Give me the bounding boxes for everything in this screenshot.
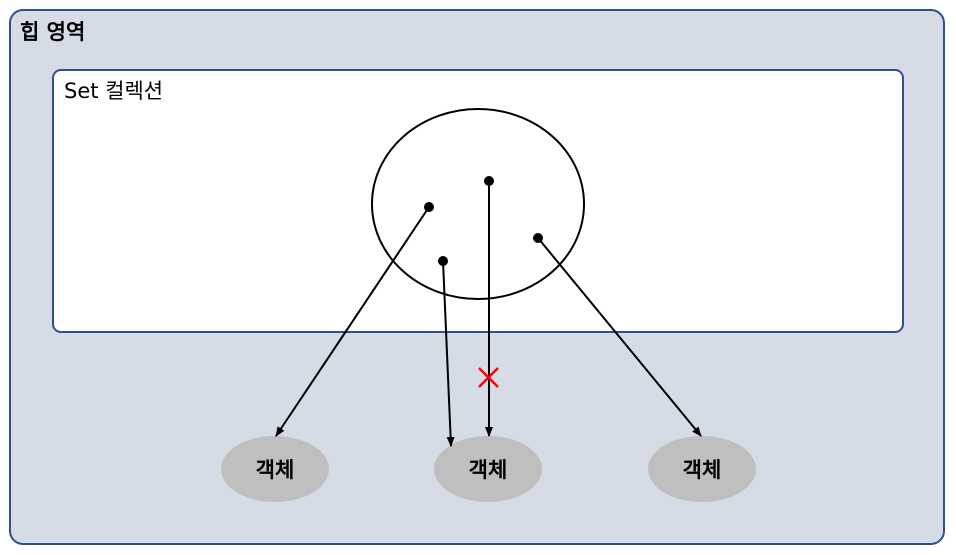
set-collection-title: Set 컬렉션 [64, 79, 164, 103]
object-node [434, 436, 542, 502]
reject-x-icon [478, 367, 499, 388]
reference-dot [533, 233, 543, 243]
set-collection-box [52, 69, 904, 333]
heap-area-title: 힙 영역 [20, 20, 86, 44]
object-label: 객체 [468, 458, 508, 482]
reference-arrow [537, 237, 702, 437]
reference-arrow [275, 206, 430, 437]
reference-arrow [442, 260, 455, 447]
object-node [221, 436, 329, 502]
object-label: 객체 [682, 458, 722, 482]
object-label: 객체 [255, 458, 295, 482]
set-ellipse [371, 108, 585, 300]
reference-dot [438, 256, 448, 266]
object-node [648, 436, 756, 502]
reference-dot [484, 176, 494, 186]
reference-dot [424, 202, 434, 212]
